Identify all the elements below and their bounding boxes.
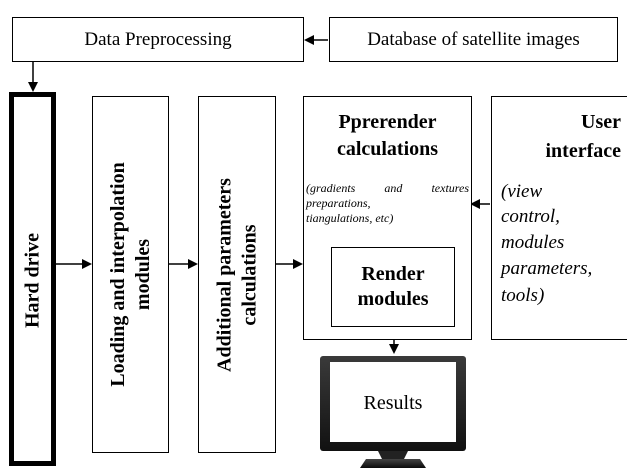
- loading-label-line2: modules: [131, 238, 154, 311]
- database-label: Database of satellite images: [367, 28, 580, 50]
- user-note-line5: tools): [501, 285, 545, 306]
- user-interface-box: [491, 96, 627, 340]
- results-label: Results: [363, 392, 423, 414]
- monitor-icon: [320, 356, 466, 468]
- loading-label-wrap: Loading and interpolation modules: [92, 96, 169, 453]
- hard-drive-box: [9, 92, 56, 466]
- hard-drive-label: Hard drive: [21, 233, 44, 328]
- user-title-line1: User: [581, 111, 621, 133]
- user-note-line4: parameters,: [501, 258, 593, 279]
- prerender-note-line1: (gradients and textures: [306, 181, 469, 195]
- render-modules-box: Render modules: [331, 247, 455, 327]
- data-preprocessing-box: Data Preprocessing: [12, 17, 304, 62]
- additional-label-line1: Additional parameters: [213, 178, 236, 372]
- user-note-line3: modules: [501, 232, 565, 253]
- loading-label-line1: Loading and interpolation: [106, 162, 129, 387]
- user-note-line2: control,: [501, 206, 560, 227]
- prerender-title-line2: calculations: [336, 138, 439, 160]
- additional-parameters-box: [198, 96, 276, 453]
- loading-box: [92, 96, 169, 453]
- user-note-line1: (view: [501, 181, 543, 202]
- render-label-line1: Render: [361, 263, 425, 285]
- data-preprocessing-label: Data Preprocessing: [84, 28, 232, 50]
- render-label-line2: modules: [357, 288, 429, 310]
- prerender-note-line2: preparations,: [306, 196, 371, 210]
- hard-drive-label-wrap: Hard drive: [10, 94, 57, 468]
- additional-label-wrap: Additional parameters calculations: [199, 97, 277, 454]
- database-box: Database of satellite images: [329, 17, 618, 62]
- prerender-note-line3: tiangulations, etc): [306, 211, 394, 225]
- additional-label-line2: calculations: [238, 224, 261, 326]
- prerender-title-line1: Pprerender: [338, 111, 437, 133]
- user-title-line2: interface: [545, 140, 621, 162]
